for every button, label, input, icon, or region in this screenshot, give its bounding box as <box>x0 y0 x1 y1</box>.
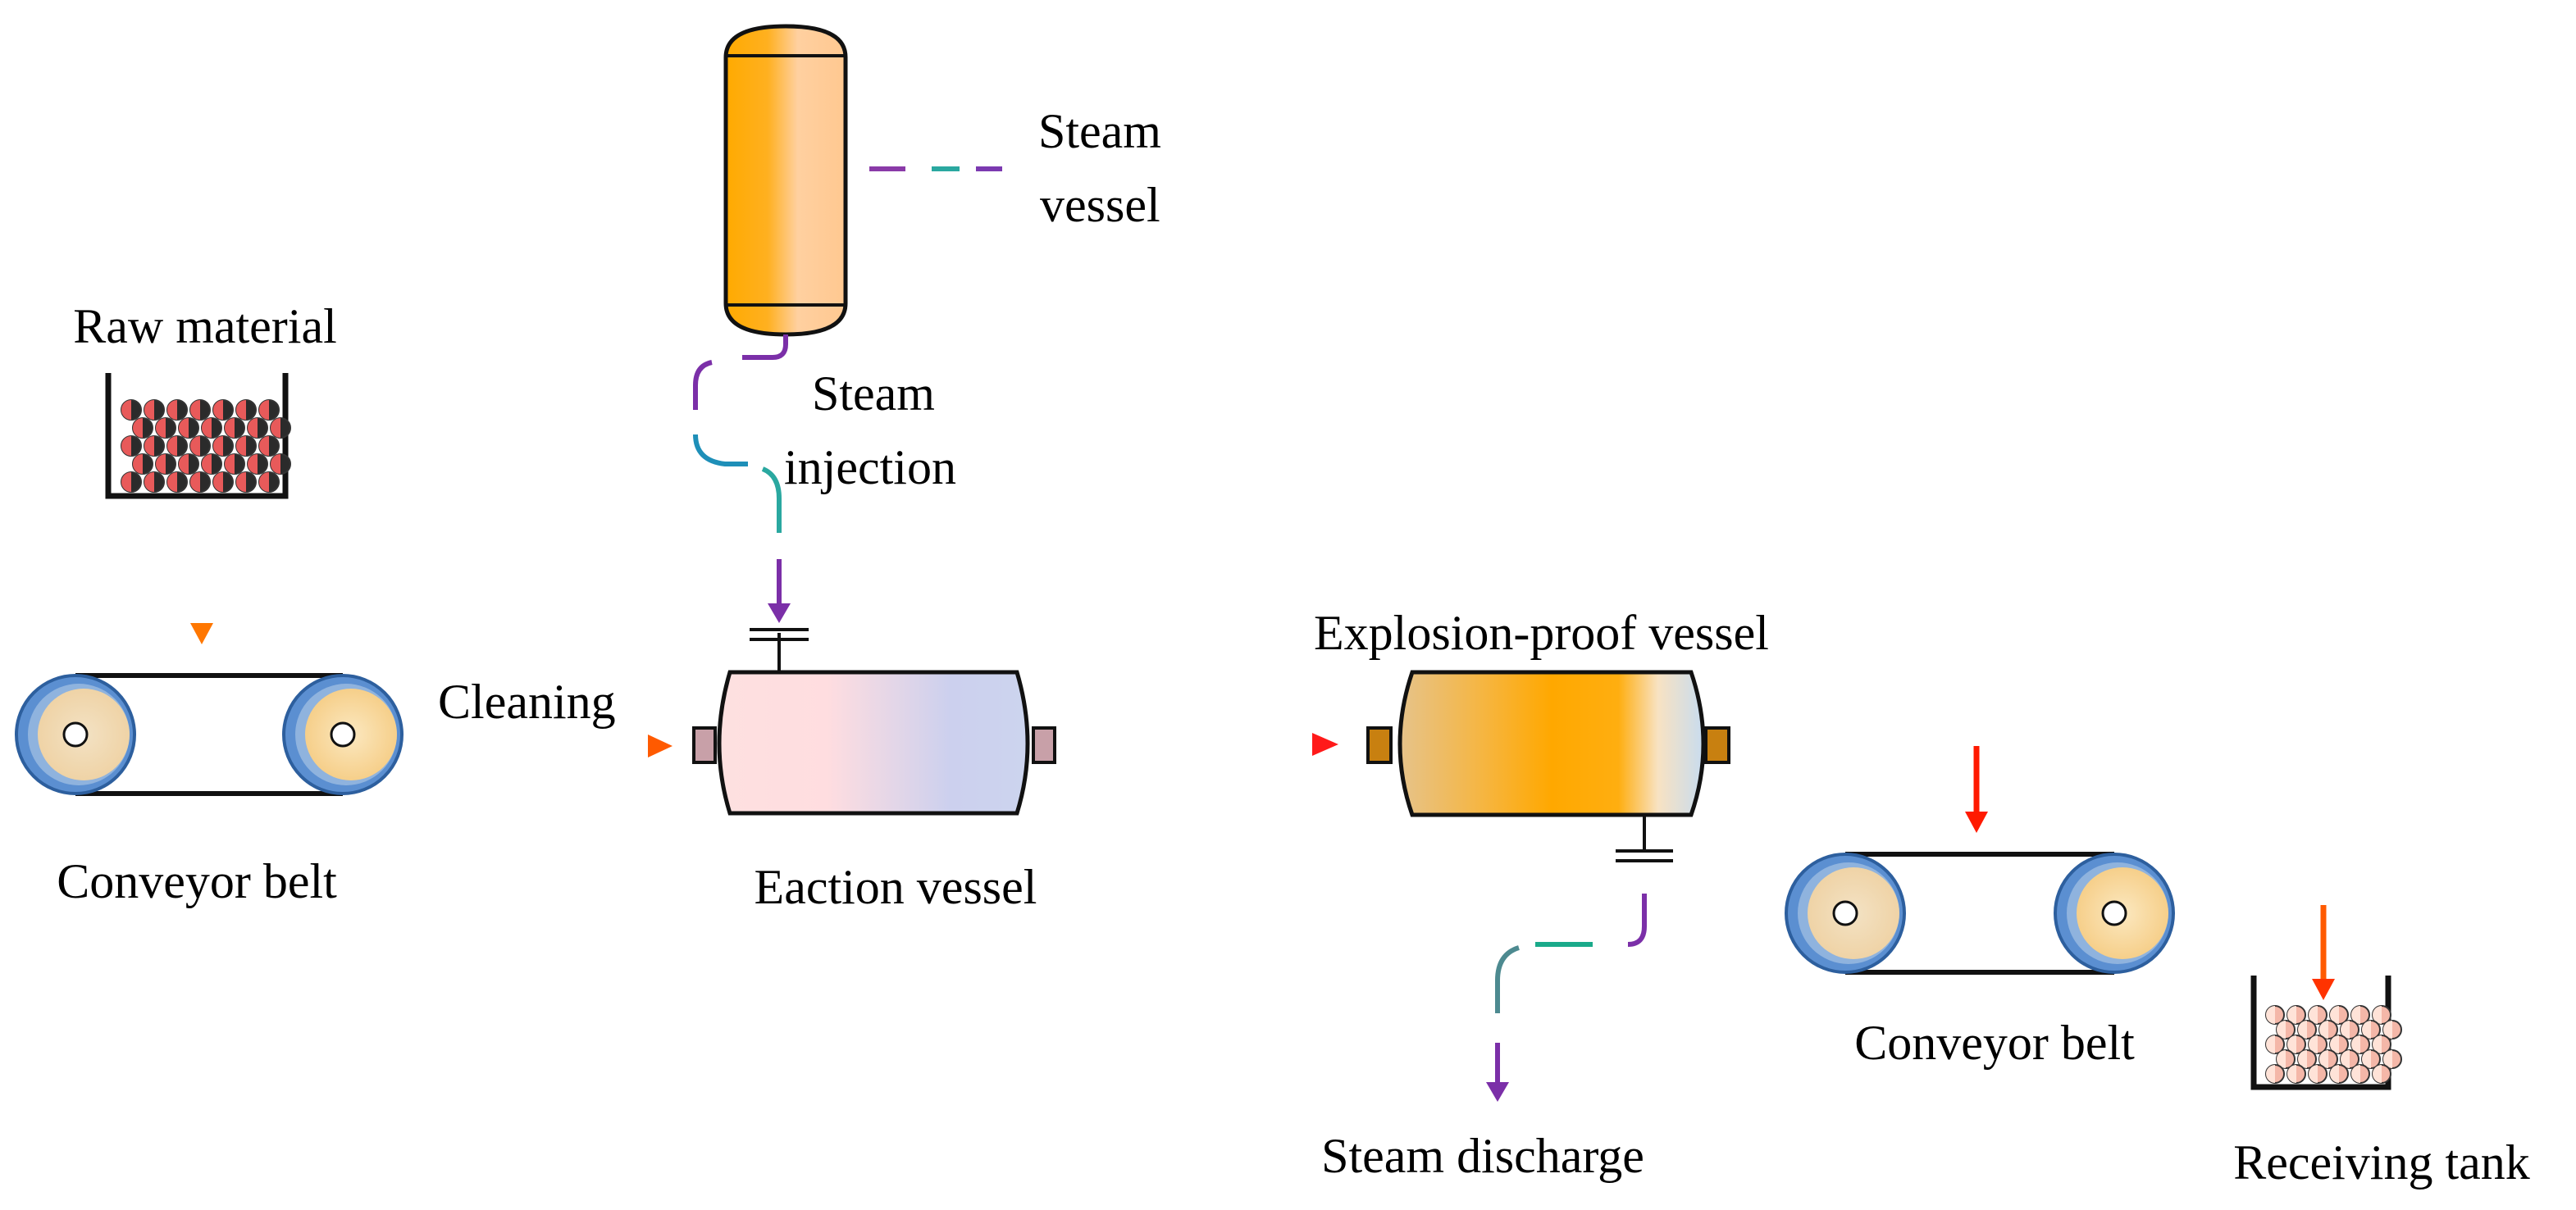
particle-shade <box>156 454 166 474</box>
particle-shade <box>2341 1050 2350 1068</box>
particle-shade <box>236 436 246 456</box>
particle-shade <box>121 472 131 492</box>
particle-shade <box>2298 1021 2307 1039</box>
particle-shade <box>2362 1050 2371 1068</box>
particle-shade <box>2287 1035 2296 1053</box>
particle-shade <box>2373 1035 2382 1053</box>
particle-shade <box>2298 1050 2307 1068</box>
raw-material-particles <box>121 399 291 493</box>
particle-shade <box>133 418 143 438</box>
particle-shade <box>2266 1035 2275 1053</box>
particle-shade <box>213 400 223 420</box>
transfer-arrow <box>1084 733 1338 756</box>
particle-shade <box>2351 1006 2360 1024</box>
roller-right-2 <box>2054 853 2175 974</box>
particle-shade <box>2309 1065 2318 1083</box>
particle-shade <box>167 436 177 456</box>
particle-shade <box>2266 1065 2275 1083</box>
particle-shade <box>2351 1035 2360 1053</box>
receiving-tank-label: Receiving tank <box>2233 1135 2530 1190</box>
particle-shade <box>2277 1050 2286 1068</box>
roller-left <box>15 674 136 795</box>
conveyor-belt-2 <box>1785 852 2175 975</box>
particle-shade <box>2383 1021 2392 1039</box>
cleaning-arrow <box>414 735 672 757</box>
particle-shade <box>2309 1035 2318 1053</box>
steam-injection-pipe <box>693 334 791 623</box>
particle-shade <box>190 400 200 420</box>
particle-shade <box>225 454 235 474</box>
roller-right <box>282 674 403 795</box>
particle-shade <box>259 436 269 456</box>
particle-shade <box>271 418 280 438</box>
particle-shade <box>2362 1021 2371 1039</box>
particle-shade <box>202 418 212 438</box>
roller-left-2 <box>1785 853 1906 974</box>
particle-shade <box>2330 1065 2339 1083</box>
particle-shade <box>2373 1065 2382 1083</box>
particle-shade <box>167 472 177 492</box>
eaction-vessel <box>692 628 1056 816</box>
particle-shade <box>144 400 154 420</box>
particle-shade <box>2319 1050 2328 1068</box>
particle-shade <box>2351 1065 2360 1083</box>
particle-shade <box>259 472 269 492</box>
steam-injection-label-line1: Steam <box>812 366 935 421</box>
particle-shade <box>179 454 189 474</box>
particle-shade <box>2287 1006 2296 1024</box>
particle-shade <box>236 400 246 420</box>
particle-shade <box>213 472 223 492</box>
raw-material-label: Raw material <box>73 299 337 353</box>
particle-shade <box>2309 1006 2318 1024</box>
particle-shade <box>190 472 200 492</box>
cleaning-label: Cleaning <box>438 675 616 729</box>
particle-shade <box>2341 1021 2350 1039</box>
particle-shade <box>2266 1006 2275 1024</box>
conveyor-belt-1 <box>15 673 403 796</box>
explosion-proof-vessel <box>1366 670 1730 862</box>
particle-shade <box>190 436 200 456</box>
particle-shade <box>2277 1021 2286 1039</box>
particle-shade <box>144 436 154 456</box>
steam-vessel <box>723 24 848 337</box>
receiving-tank <box>2250 976 2402 1090</box>
conveyor-belt-1-label: Conveyor belt <box>57 854 337 908</box>
particle-shade <box>2330 1006 2339 1024</box>
particle-shade <box>225 418 235 438</box>
steam-discharge-label: Steam discharge <box>1321 1129 1644 1183</box>
particle-shade <box>2383 1050 2392 1068</box>
particle-shade <box>167 400 177 420</box>
particle-shade <box>133 454 143 474</box>
particle-shade <box>248 454 258 474</box>
steam-vessel-label-line2: vessel <box>1040 178 1160 232</box>
particle-shade <box>259 400 269 420</box>
particle-shade <box>144 472 154 492</box>
particle-shade <box>156 418 166 438</box>
particle-shade <box>2373 1006 2382 1024</box>
steam-vessel-label-line1: Steam <box>1038 104 1161 158</box>
conveyor-belt-2-label: Conveyor belt <box>1854 1016 2135 1070</box>
steam-discharge-pipe <box>1486 894 1647 1102</box>
steam-injection-label-line2: injection <box>784 440 956 494</box>
particle-shade <box>2330 1035 2339 1053</box>
particle-shade <box>271 454 280 474</box>
feed-arrow <box>190 507 213 644</box>
particle-shade <box>248 418 258 438</box>
particle-shade <box>179 418 189 438</box>
particle-shade <box>202 454 212 474</box>
raw-material-hopper <box>105 373 291 499</box>
particle-shade <box>121 400 131 420</box>
particle-shade <box>213 436 223 456</box>
discharge-arrow <box>2198 902 2335 1000</box>
particle-shade <box>2319 1021 2328 1039</box>
output-arrow <box>1752 743 1988 833</box>
product-particles <box>2265 1005 2402 1084</box>
particle-shade <box>121 436 131 456</box>
particle-shade <box>236 472 246 492</box>
eaction-vessel-label: Eaction vessel <box>754 860 1037 914</box>
explosion-proof-vessel-label: Explosion-proof vessel <box>1314 606 1769 660</box>
particle-shade <box>2287 1065 2296 1083</box>
